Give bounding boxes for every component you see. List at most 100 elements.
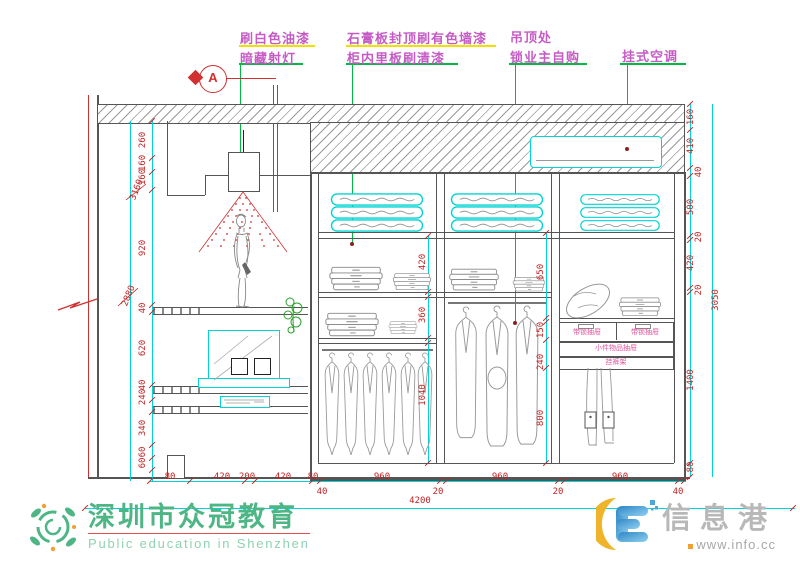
dim-total-right: 3050 <box>711 289 721 311</box>
dim-callout: 2880 <box>120 284 138 308</box>
dim-total-bottom: 4200 <box>409 496 431 506</box>
watermark-info-portal: 信息港 www.info.cc <box>596 492 776 554</box>
watermark-title: 深圳市众冠教育 <box>88 502 310 534</box>
partition <box>444 172 445 463</box>
dim: 20 <box>552 487 564 497</box>
dim: 80 <box>164 472 176 482</box>
section-cut-line <box>273 85 274 212</box>
ac-vent <box>536 160 654 161</box>
shelf <box>153 307 308 315</box>
wall-finish-line <box>88 95 89 478</box>
partition <box>551 172 552 463</box>
watermark-shenzhen-education: 深圳市众冠教育 Public education in Shenzhen <box>26 500 310 554</box>
annotation-ceiling-spot: 吊顶处 <box>510 30 553 45</box>
underline-green <box>346 63 458 65</box>
dim: 40 <box>138 302 148 314</box>
dim: 420 <box>686 254 696 272</box>
dim: 420 <box>418 253 428 271</box>
dim: 920 <box>138 239 148 257</box>
dim: 200 <box>238 472 256 482</box>
shelf-hatch <box>153 407 207 413</box>
dim: 1400 <box>686 369 696 391</box>
url-text: www.info.cc <box>696 536 777 552</box>
dim: 960 <box>611 472 629 482</box>
recessed-spotlight <box>228 152 260 192</box>
extension-line <box>546 233 547 463</box>
dim: 800 <box>536 409 546 427</box>
section-cut-line <box>226 78 276 79</box>
extension-line <box>712 104 713 477</box>
watermark-title: 信息港 <box>662 502 777 535</box>
dim: 20 <box>432 487 444 497</box>
trouser-rack-row <box>559 357 674 370</box>
dimension-line <box>150 481 686 482</box>
dim: 160 <box>686 108 696 126</box>
mid-shelf <box>318 292 551 293</box>
shelf-hatch <box>153 308 207 314</box>
url-dot-icon <box>688 543 694 549</box>
annotation-gypsum-ceiling: 石膏板封顶刷有色墙漆 <box>347 31 488 46</box>
shelf <box>559 318 674 319</box>
dim: 960 <box>373 472 391 482</box>
dim: 60 <box>138 446 148 458</box>
annotation-paint-white: 刷白色油漆 <box>240 31 311 46</box>
small-items-label: 小件物品抽屉 <box>595 345 637 352</box>
dim: 240 <box>536 353 546 371</box>
hanging-rod <box>322 349 433 351</box>
dimension-tick <box>789 504 797 512</box>
section-marker-a: A <box>199 65 227 93</box>
left-wall <box>97 95 99 477</box>
dim: 260 <box>138 131 148 149</box>
leader-line <box>240 64 241 190</box>
top-shelf <box>318 238 674 239</box>
soffit-line <box>167 121 168 195</box>
drawer-divider <box>616 322 617 340</box>
drawer-label: 带锁抽屉 <box>631 329 659 336</box>
soffit-line <box>205 175 206 195</box>
dimension-line-total <box>85 508 795 509</box>
floor-step <box>167 455 185 479</box>
dim: 20 <box>694 231 704 243</box>
dim: 650 <box>536 263 546 281</box>
partition <box>559 172 560 463</box>
underline-green <box>239 63 303 65</box>
annotation-hidden-spotlight: 暗藏射灯 <box>240 51 297 66</box>
mirror-base <box>198 378 290 388</box>
floor-line <box>88 477 690 479</box>
underline-green <box>620 63 686 65</box>
dim: 500 <box>686 198 696 216</box>
media-device <box>220 396 270 408</box>
shelf <box>318 338 436 339</box>
annotation-cabinet-varnish: 柜内里板刷清漆 <box>347 51 446 66</box>
dimension-tick <box>686 473 694 481</box>
ceiling-slab-hatch <box>97 104 685 124</box>
power-socket <box>254 358 271 375</box>
underline-yellow <box>239 45 315 47</box>
dim: 80 <box>686 461 696 473</box>
drawer-label: 带锁抽屉 <box>573 329 601 336</box>
shelf-hatch <box>153 387 207 393</box>
underline-yellow <box>346 45 496 47</box>
spotlight-stem <box>243 130 244 152</box>
extension-line <box>152 121 153 481</box>
dim: 420 <box>213 472 231 482</box>
dim: 40 <box>316 487 328 497</box>
dim: 40 <box>672 487 684 497</box>
top-shelf <box>318 232 674 233</box>
annotation-owner-lock: 锁业主自购 <box>510 50 581 65</box>
extension-line <box>428 236 429 463</box>
dim: 240 <box>138 388 148 406</box>
dim: 620 <box>138 339 148 357</box>
hanging-rod <box>448 302 547 304</box>
dim: 80 <box>307 472 319 482</box>
dim: 410 <box>686 137 696 155</box>
small-items-drawer <box>559 342 674 357</box>
wall-ac-unit <box>530 136 662 168</box>
dim: 1040 <box>418 384 428 406</box>
mid-shelf <box>318 297 551 298</box>
underline-green <box>509 63 587 65</box>
dim: 340 <box>138 419 148 437</box>
dim: 960 <box>491 472 509 482</box>
power-socket <box>231 358 248 375</box>
